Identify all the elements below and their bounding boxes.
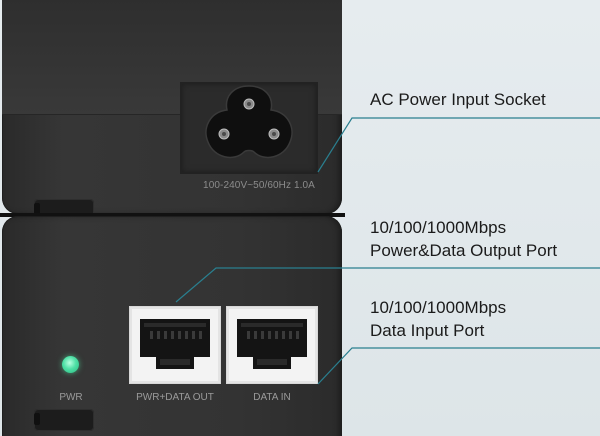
pwr-data-out-port <box>129 306 221 384</box>
pwr-data-out-label: PWR+DATA OUT <box>136 392 214 403</box>
callout-input-port-speed: 10/100/1000Mbps <box>370 298 507 317</box>
pwr-led-label: PWR <box>59 392 83 403</box>
callout-input-port: 10/100/1000Mbps Data Input Port <box>370 296 506 342</box>
callout-output-port: 10/100/1000Mbps Power&Data Output Port <box>370 216 557 262</box>
leader-line-ac-socket <box>317 117 600 173</box>
rj45-jack-icon <box>140 319 210 369</box>
power-led <box>62 356 79 373</box>
callout-ac-socket-text: AC Power Input Socket <box>370 90 546 109</box>
callout-input-port-name: Data Input Port <box>370 321 485 340</box>
data-in-port <box>226 306 318 384</box>
ac-rating-label: 100-240V~50/60Hz 1.0A <box>203 180 315 191</box>
callout-output-port-speed: 10/100/1000Mbps <box>370 218 507 237</box>
data-in-label: DATA IN <box>253 392 291 403</box>
leader-line-output-port <box>175 267 600 303</box>
callout-ac-socket: AC Power Input Socket <box>370 88 546 111</box>
callout-output-port-name: Power&Data Output Port <box>370 241 558 260</box>
leader-line-input-port <box>317 347 600 385</box>
body-seam <box>0 213 345 217</box>
cable-clip-bottom <box>34 409 94 431</box>
ac-power-socket <box>205 85 293 159</box>
rj45-jack-icon <box>237 319 307 369</box>
